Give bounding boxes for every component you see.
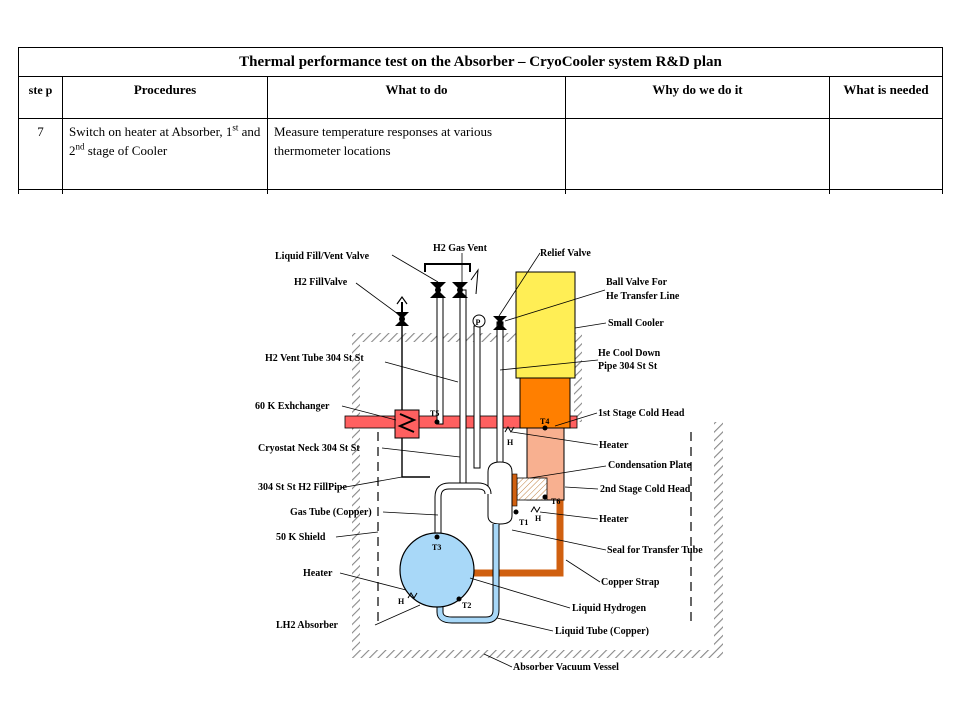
exchanger-coil: [397, 413, 417, 433]
cell-why: [565, 118, 830, 190]
label-seal: Seal for Transfer Tube: [607, 545, 703, 556]
cell-what-to-do: Measure temperature responses at various…: [267, 118, 566, 190]
table-header-row: ste p Procedures What to do Why do we do…: [18, 76, 944, 119]
small-cooler: [515, 271, 576, 379]
label-small-cooler: Small Cooler: [608, 318, 664, 329]
label-heater-2: Heater: [599, 514, 629, 525]
vacuum-vessel-right-top: [574, 333, 582, 422]
label-liquid-fill-vent-valve: Liquid Fill/Vent Valve: [275, 251, 370, 262]
label-first-stage: 1st Stage Cold Head: [598, 408, 685, 419]
header-what-to-do: What to do: [267, 76, 566, 119]
fill-valve-arrow: [396, 295, 408, 305]
relief-arrow: [470, 268, 479, 295]
label-ball-valve-2: He Transfer Line: [606, 291, 680, 302]
marker-t4: T4: [540, 417, 549, 426]
heater-h-1: H: [507, 438, 514, 447]
proc-sup-2: nd: [75, 141, 85, 152]
thermometer-dots: [434, 419, 548, 602]
label-heater-left: Heater: [303, 568, 333, 579]
cell-procedures: Switch on heater at Absorber, 1st and 2n…: [62, 118, 268, 190]
pressure-gauge: [472, 314, 486, 328]
marker-t2: T2: [462, 601, 471, 610]
label-condensation-plate: Condensation Plate: [608, 460, 692, 471]
marker-t6: T6: [551, 497, 560, 506]
label-lh2-absorber: LH2 Absorber: [276, 620, 339, 631]
label-second-stage: 2nd Stage Cold Head: [600, 484, 691, 495]
liquid-tube-inner: [437, 524, 499, 623]
label-h2-vent-tube: H2 Vent Tube 304 St St: [265, 353, 364, 364]
condensation-plate: [511, 473, 518, 507]
proc-text-c: stage of Cooler: [84, 143, 168, 158]
heater-h-3: H: [398, 597, 405, 606]
proc-sup-1: st: [232, 122, 239, 133]
pressure-gauge-label: P: [476, 318, 481, 327]
label-ball-valve-1: Ball Valve For: [606, 277, 668, 288]
marker-t5: T5: [430, 409, 439, 418]
proc-text-b: and 2: [69, 124, 261, 158]
label-fill-pipe: 304 St St H2 FillPipe: [258, 482, 347, 493]
label-he-cool-down-2: Pipe 304 St St: [598, 361, 658, 372]
heater-mark-1: [504, 426, 515, 433]
table-title: Thermal performance test on the Absorber…: [17, 47, 944, 77]
marker-t1: T1: [519, 518, 528, 527]
label-gas-tube: Gas Tube (Copper): [290, 507, 372, 518]
heater-h-2: H: [535, 514, 542, 523]
seal-block: [516, 477, 548, 501]
label-50k-shield: 50 K Shield: [276, 532, 326, 543]
label-h2-gas-vent: H2 Gas Vent: [433, 243, 488, 254]
cell-empty: [828, 189, 944, 194]
heater-mark-3: [407, 592, 418, 599]
lh2-absorber: [399, 532, 475, 608]
table-title-row: Thermal performance test on the Absorber…: [17, 47, 944, 77]
table-row-partial: [18, 189, 944, 194]
first-stage-cold-head: [519, 377, 571, 429]
label-cryostat-neck: Cryostat Neck 304 St St: [258, 443, 360, 454]
marker-t3: T3: [432, 543, 441, 552]
leader-lines: [335, 252, 607, 668]
valve-link: [424, 263, 471, 272]
cell-step: 7: [18, 118, 63, 190]
label-heater-1: Heater: [599, 440, 629, 451]
condenser-pot: [487, 461, 513, 525]
label-60k-exchanger: 60 K Exhchanger: [255, 401, 330, 412]
label-vacuum-vessel: Absorber Vacuum Vessel: [513, 662, 619, 673]
header-what-needed: What is needed: [828, 76, 944, 119]
table-row: 7 Switch on heater at Absorber, 1st and …: [18, 118, 944, 190]
label-liquid-tube: Liquid Tube (Copper): [555, 626, 649, 637]
header-step: ste p: [18, 76, 63, 119]
cell-what-needed: [828, 118, 944, 190]
plan-table: Thermal performance test on the Absorber…: [17, 47, 944, 194]
piping: [436, 289, 504, 487]
label-he-cool-down-1: He Cool Down: [598, 348, 661, 359]
label-liquid-hydrogen: Liquid Hydrogen: [572, 603, 646, 614]
proc-text-a: Switch on heater at Absorber, 1: [69, 124, 233, 139]
label-relief-valve: Relief Valve: [540, 248, 591, 259]
valves: [395, 282, 507, 330]
gas-tube-inner: [435, 483, 491, 553]
exchanger-60k: [394, 409, 420, 439]
heater-mark-2: [530, 506, 541, 513]
label-h2-fill-valve: H2 FillValve: [294, 277, 348, 288]
label-copper-strap: Copper Strap: [601, 577, 660, 588]
